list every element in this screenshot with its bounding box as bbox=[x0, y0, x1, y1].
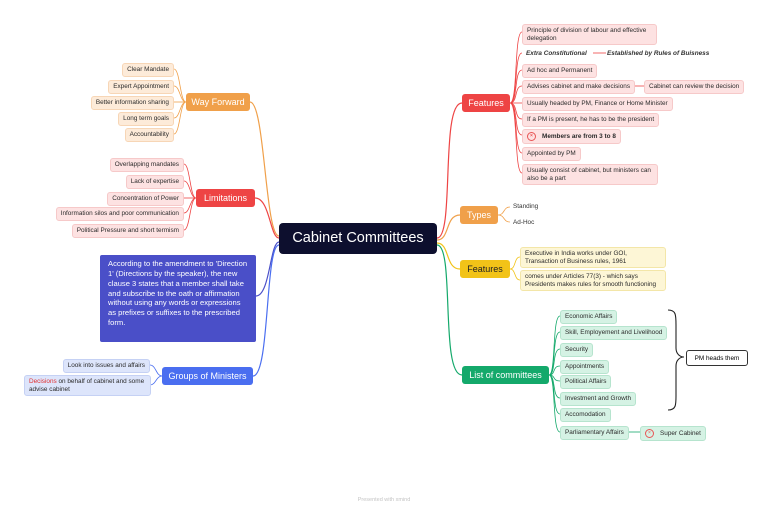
groups-item-look-into-issues[interactable]: Look into issues and affairs bbox=[62, 359, 150, 373]
committee-super-cabinet[interactable]: × Super Cabinet bbox=[640, 426, 706, 441]
close-icon: × bbox=[527, 132, 536, 141]
features-review[interactable]: Cabinet can review the decision bbox=[644, 80, 745, 94]
pm-heads-them-summary[interactable]: PM heads them bbox=[686, 350, 748, 366]
branch-groups-of-ministers[interactable]: Groups of Ministers bbox=[162, 367, 253, 385]
features-item-9[interactable]: Usually consist of cabinet, but minister… bbox=[522, 164, 658, 186]
committee-accomodation[interactable]: Accomodation bbox=[560, 408, 611, 422]
committee-skill[interactable]: Skill, Employement and Livelihood bbox=[560, 326, 668, 340]
features-item-3[interactable]: Ad hoc and Permanent bbox=[522, 64, 598, 78]
committee-political-affairs[interactable]: Political Affairs bbox=[560, 375, 612, 389]
way-forward-item-4[interactable]: Long term goals bbox=[118, 112, 174, 126]
limitations-item-1[interactable]: Overlapping mandates bbox=[109, 158, 184, 172]
types-adhoc[interactable]: Ad-Hoc bbox=[513, 219, 535, 226]
features-item-4[interactable]: Advises cabinet and make decisions bbox=[522, 80, 636, 94]
committee-security[interactable]: Security bbox=[560, 343, 594, 357]
features-item-1[interactable]: Principle of division of labour and effe… bbox=[522, 24, 657, 46]
way-forward-item-3[interactable]: Better information sharing bbox=[90, 96, 174, 110]
committee-parliamentary[interactable]: Parliamentary Affairs bbox=[560, 426, 629, 440]
features-item-8[interactable]: Appointed by PM bbox=[522, 147, 581, 161]
close-icon: × bbox=[645, 429, 654, 438]
committee-investment[interactable]: Investment and Growth bbox=[560, 392, 637, 406]
branch-way-forward[interactable]: Way Forward bbox=[186, 93, 250, 111]
decisions-rest: on behalf of cabinet and some advise cab… bbox=[29, 378, 145, 393]
features-established[interactable]: Established by Rules of Buisness bbox=[607, 50, 710, 57]
limitations-item-3[interactable]: Concentration of Power bbox=[107, 192, 184, 206]
central-topic[interactable]: Cabinet Committees bbox=[279, 223, 437, 254]
branch-types[interactable]: Types bbox=[460, 206, 498, 224]
features-second-item-1[interactable]: Executive in India works under GOI, Tran… bbox=[520, 247, 666, 269]
features-item-6[interactable]: If a PM is present, he has to be the pre… bbox=[522, 113, 660, 127]
types-standing[interactable]: Standing bbox=[513, 203, 539, 210]
features-second-item-2[interactable]: comes under Articles 77(3) - which says … bbox=[520, 270, 666, 292]
way-forward-item-5[interactable]: Accountability bbox=[124, 128, 174, 142]
way-forward-item-2[interactable]: Expert Appointment bbox=[108, 80, 174, 94]
amendment-note[interactable]: According to the amendment to 'Direction… bbox=[100, 255, 256, 342]
super-cabinet-label: Super Cabinet bbox=[660, 430, 701, 438]
footer-credit: Presented with xmind bbox=[357, 497, 411, 503]
committee-economic-affairs[interactable]: Economic Affairs bbox=[560, 310, 618, 324]
branch-list-of-committees[interactable]: List of committees bbox=[462, 366, 549, 384]
limitations-item-4[interactable]: Information silos and poor communication bbox=[55, 207, 184, 221]
limitations-item-5[interactable]: Political Pressure and short termism bbox=[71, 224, 184, 238]
committee-appointments[interactable]: Appointments bbox=[560, 360, 610, 374]
way-forward-item-1[interactable]: Clear Mandate bbox=[122, 63, 174, 77]
features-item-5[interactable]: Usually headed by PM, Finance or Home Mi… bbox=[522, 97, 673, 111]
branch-features[interactable]: Features bbox=[462, 94, 510, 112]
decisions-highlight: Decisions bbox=[29, 378, 57, 385]
members-label: Members are from 3 to 8 bbox=[542, 133, 616, 141]
features-item-7[interactable]: × Members are from 3 to 8 bbox=[522, 129, 621, 144]
branch-features-second[interactable]: Features bbox=[460, 260, 510, 278]
features-item-2[interactable]: Extra Constitutional bbox=[526, 50, 587, 57]
branch-limitations[interactable]: Limitations bbox=[196, 189, 255, 207]
limitations-item-2[interactable]: Lack of expertise bbox=[125, 175, 184, 189]
groups-item-decisions[interactable]: Decisions on behalf of cabinet and some … bbox=[24, 375, 151, 397]
